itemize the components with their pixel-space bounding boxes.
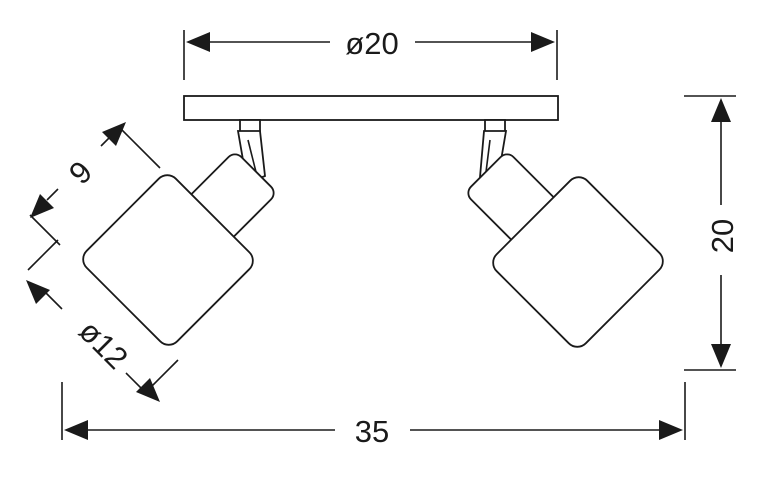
- dimension-label-shade-diameter: ø12: [72, 313, 135, 376]
- dimension-label-height: 20: [705, 219, 740, 253]
- dimension-label-shade-depth: 9: [62, 154, 99, 191]
- dimension-plate-width: ø20: [183, 26, 558, 80]
- left-spotlight: [82, 119, 275, 346]
- mounting-plate: [183, 95, 559, 121]
- dimension-height: 20: [684, 95, 740, 371]
- dimension-total-width: 35: [61, 382, 686, 449]
- dimension-label-total-width: 35: [355, 414, 389, 449]
- dimension-label-plate-width: ø20: [345, 26, 398, 61]
- right-spotlight: [467, 119, 664, 348]
